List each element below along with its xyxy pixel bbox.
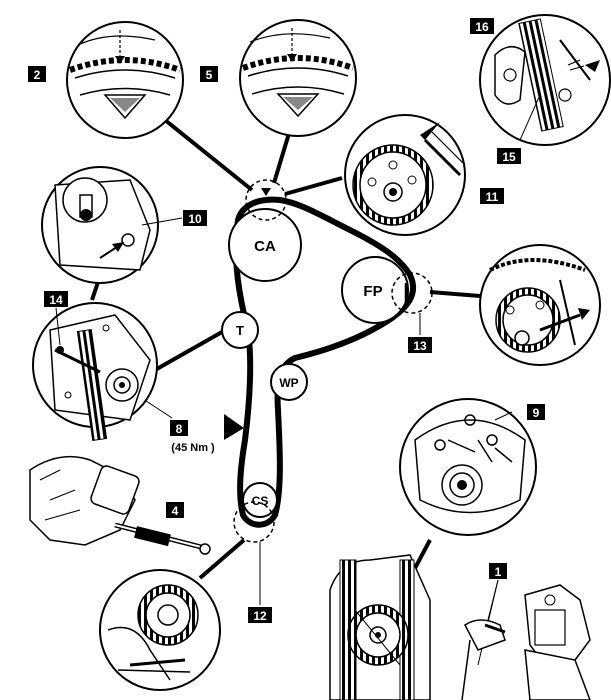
callout-13: 13 [408,337,432,353]
detail-10-tensioner-bolt [41,166,183,284]
callout-15-text: 15 [502,150,516,164]
crankshaft-illustration [29,455,211,555]
callout-11-text: 11 [486,190,499,204]
camshaft-pulley-label: CA [254,238,276,255]
camshaft-pulley: CA [228,208,302,282]
callout-11: 11 [480,188,504,204]
water-pump-pulley: WP [270,363,308,401]
callout-13-text: 13 [413,339,427,353]
callout-4-text: 4 [172,504,179,518]
callout-9-text: 9 [533,406,540,420]
direction-arrow-icon [224,414,244,440]
detail-11-fuel-pump-sprocket [344,114,466,236]
detail-12-crankshaft-sprocket [99,569,221,691]
callout-1: 1 [489,563,507,579]
callout-16: 16 [470,18,494,34]
detail-14-tensioner [32,302,158,442]
callout-5: 5 [200,66,218,82]
tensioner-pulley-label: T [236,323,244,338]
locking-tool-illustration [461,584,591,700]
detail-13-fuel-pump-sprocket [479,244,601,366]
callout-14: 14 [44,291,68,307]
callout-10-text: 10 [188,212,202,226]
fuel-pump-pulley-label: FP [363,283,382,300]
callout-16-text: 16 [475,20,489,34]
callout-12: 12 [248,607,272,623]
callout-14-text: 14 [49,293,63,307]
callout-10: 10 [183,210,207,226]
callout-9: 9 [527,404,545,420]
callout-8-text: 8 [176,422,183,436]
callout-15: 15 [497,148,521,164]
water-pump-pulley-label: WP [279,376,298,390]
engine-front-illustration [329,554,431,700]
crankshaft-pulley-label: CS [252,494,269,508]
callout-2: 2 [28,66,46,82]
fuel-pump-pulley: FP [341,256,409,324]
callout-1-text: 1 [495,565,502,579]
timing-mark-cs [233,501,275,543]
detail-5-camshaft-mark [239,19,357,137]
tensioner-pulley: T [221,311,259,349]
timing-mark-ca [245,179,287,221]
crankshaft-pulley: CS [242,482,278,518]
callout-12-text: 12 [253,609,267,623]
detail-16-fuel-pump-lock [479,14,611,146]
torque-label: (45 Nm ) [171,442,215,454]
callout-5-text: 5 [206,68,213,82]
callout-4: 4 [166,502,184,518]
detail-9-water-pump [399,398,537,536]
detail-2-camshaft-mark [66,21,184,139]
callout-8: 8 [170,420,188,436]
callout-2-text: 2 [34,68,41,82]
